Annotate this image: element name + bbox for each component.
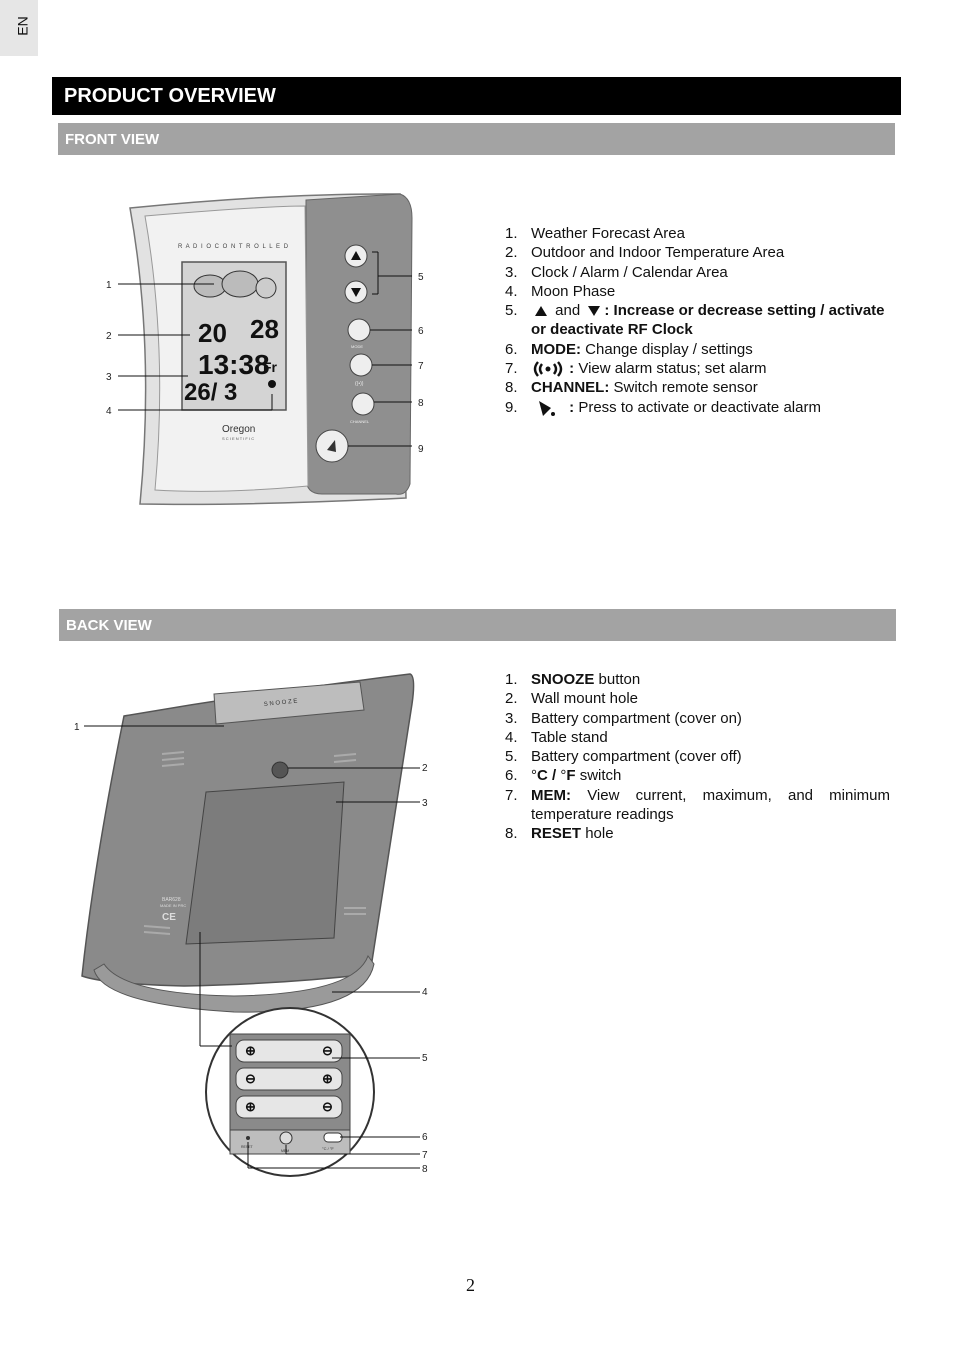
callout-7: 7 — [418, 361, 424, 372]
mem-label: MEM — [281, 1149, 289, 1153]
svg-text:⊕: ⊕ — [245, 1043, 256, 1058]
outdoor-temp: 20 — [198, 318, 227, 348]
svg-text:⊕: ⊕ — [322, 1071, 333, 1086]
list-item: 5. and : Increase or decrease setting / … — [505, 302, 885, 339]
callout-9: 9 — [418, 444, 424, 455]
ce-mark: CE — [162, 912, 176, 923]
alarm-icon: ((•)) — [355, 381, 364, 387]
alarm-button — [349, 353, 373, 377]
list-item: 3.Clock / Alarm / Calendar Area — [505, 263, 728, 281]
callout-2: 2 — [106, 331, 112, 342]
snooze-bar-text: S N O O Z E — [264, 699, 298, 708]
list-item: 2.Wall mount hole — [505, 690, 638, 708]
reset-hole — [246, 1136, 250, 1140]
vent-slots — [143, 751, 366, 935]
brand-subtitle: S C I E N T I F I C — [222, 436, 254, 441]
back-view-figure: S N O O Z E BAR628 MADE IN PRC CE ⊕ ⊖ ⊖ ⊕ … — [74, 673, 428, 1177]
brand-logo: Oregon — [222, 424, 255, 435]
list-item: 6.°C / °F switch — [505, 767, 622, 785]
list-item: 9. : Press to activate or deactivate ala… — [505, 398, 890, 418]
battery — [235, 1067, 343, 1091]
mode-button — [347, 318, 371, 342]
battery-cover — [185, 781, 345, 945]
svg-text:⊖: ⊖ — [322, 1099, 333, 1114]
front-view-heading: FRONT VIEW — [58, 123, 895, 155]
svg-text:⊖: ⊖ — [322, 1043, 333, 1058]
up-arrow-icon — [351, 251, 361, 260]
alarm-wave-icon — [533, 361, 563, 377]
device-side-panel — [305, 193, 413, 495]
back-callout-lines — [84, 725, 420, 1169]
front-view-legend: 1.Weather Forecast Area 2.Outdoor and In… — [505, 224, 890, 418]
battery-polarity: ⊕ ⊖ ⊖ ⊕ ⊕ ⊖ — [245, 1043, 333, 1114]
snooze-bar — [213, 681, 365, 725]
battery — [235, 1039, 343, 1063]
language-label: EN — [14, 16, 31, 36]
list-item: 3.Battery compartment (cover on) — [505, 709, 742, 727]
made-in-label: MADE IN PRC — [160, 903, 186, 908]
front-callout-lines — [118, 251, 412, 447]
mode-label: MODE — [351, 344, 363, 349]
page-number: 2 — [466, 1275, 475, 1295]
callout-8: 8 — [418, 398, 424, 409]
callout-1: 1 — [106, 280, 112, 291]
wall-mount-hole — [271, 761, 289, 779]
callout-3: 3 — [106, 372, 112, 383]
list-item: 1.Weather Forecast Area — [505, 225, 685, 242]
callout-6: 6 — [418, 326, 424, 337]
mem-button — [279, 1131, 293, 1145]
sun-icon — [255, 277, 277, 299]
indoor-temp: 28 — [250, 314, 279, 344]
callout-1: 1 — [74, 722, 80, 733]
callout-2: 2 — [422, 763, 428, 774]
back-view-heading: BACK VIEW — [59, 609, 896, 641]
down-arrow-icon — [351, 288, 361, 297]
callout-7: 7 — [422, 1150, 428, 1161]
list-item: 2.Outdoor and Indoor Temperature Area — [505, 244, 785, 262]
list-item: 6.MODE: Change display / settings — [505, 340, 753, 358]
moon-phase-icon — [268, 380, 276, 388]
callout-5: 5 — [418, 272, 424, 283]
language-tab: EN — [0, 0, 38, 56]
cloud-icon — [221, 270, 259, 298]
weekday: Fr — [263, 359, 278, 375]
bell-icon — [539, 400, 555, 416]
callout-5: 5 — [422, 1053, 428, 1064]
svg-text:⊖: ⊖ — [245, 1071, 256, 1086]
temp-unit-switch-label: °C / °F — [322, 1146, 334, 1151]
callout-8: 8 — [422, 1164, 428, 1175]
temp-unit-switch — [323, 1132, 343, 1143]
list-item: 7. : View alarm status; set alarm — [505, 360, 767, 378]
model-label: BAR628 — [162, 897, 181, 903]
callout-4: 4 — [106, 406, 112, 417]
calendar-date: 26/ 3 — [184, 379, 237, 406]
battery — [235, 1095, 343, 1119]
back-view-legend: 1.SNOOZE button 2.Wall mount hole 3.Batt… — [505, 670, 890, 844]
front-view-figure: R A D I O C O N T R O L L E D 20 28 13:3… — [106, 193, 424, 506]
reset-label: RESET — [241, 1145, 254, 1149]
radio-controlled-text: R A D I O C O N T R O L L E D — [178, 244, 289, 250]
callout-6: 6 — [422, 1132, 428, 1143]
channel-label: CHANNEL — [350, 419, 370, 424]
list-item: 1.SNOOZE button — [505, 671, 641, 688]
list-item: 4.Table stand — [505, 728, 608, 746]
list-item: 4.Moon Phase — [505, 282, 616, 300]
page-title: PRODUCT OVERVIEW — [52, 77, 901, 115]
cloud-icon — [193, 274, 227, 298]
list-item: 8.RESET hole — [505, 825, 614, 843]
list-item: 7.MEM: View current, maximum, and minimu… — [505, 786, 891, 824]
callout-4: 4 — [422, 987, 428, 998]
clock-time: 13:38 — [198, 349, 270, 380]
bell-icon — [327, 440, 336, 452]
table-stand — [93, 954, 375, 1013]
callout-3: 3 — [422, 798, 428, 809]
svg-text:⊕: ⊕ — [245, 1099, 256, 1114]
list-item: 8.CHANNEL: Switch remote sensor — [505, 379, 758, 397]
channel-button — [351, 392, 375, 416]
down-arrow-icon — [588, 306, 601, 317]
up-arrow-icon — [535, 306, 547, 317]
list-item: 5.Battery compartment (cover off) — [505, 748, 742, 766]
